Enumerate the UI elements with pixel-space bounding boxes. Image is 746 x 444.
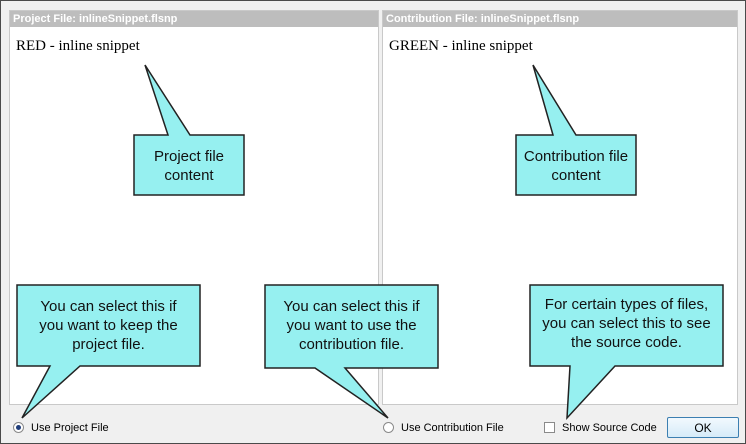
contribution-file-content: GREEN - inline snippet bbox=[389, 38, 533, 54]
callout-line: content bbox=[551, 167, 601, 184]
callout-project-content: Project file content bbox=[134, 147, 244, 185]
callout-line: contribution file. bbox=[298, 336, 405, 353]
callout-line: you can select this to see bbox=[542, 315, 711, 332]
callout-contribution-content: Contribution file content bbox=[516, 147, 636, 185]
callout-source-code-shape bbox=[529, 284, 724, 421]
radio-selected-icon[interactable] bbox=[13, 422, 24, 433]
callout-line: You can select this if bbox=[40, 298, 177, 315]
use-project-file-label: Use Project File bbox=[31, 422, 109, 434]
project-file-header: Project File: inlineSnippet.flsnp bbox=[10, 11, 378, 27]
callout-line: the source code. bbox=[571, 334, 682, 351]
callout-line: For certain types of files, bbox=[544, 296, 709, 313]
callout-use-contribution-shape bbox=[264, 284, 439, 419]
callout-line: You can select this if bbox=[283, 298, 420, 315]
callout-line: Project file bbox=[153, 148, 225, 165]
ok-button[interactable]: OK bbox=[667, 417, 739, 438]
project-file-content: RED - inline snippet bbox=[16, 38, 140, 54]
use-contribution-file-radio[interactable]: Use Contribution File bbox=[383, 419, 513, 437]
checkbox-icon[interactable] bbox=[544, 422, 555, 433]
callout-line: project file. bbox=[72, 336, 145, 353]
callout-use-project-shape bbox=[16, 284, 201, 419]
callout-line: you want to use the bbox=[286, 317, 417, 334]
contribution-file-header: Contribution File: inlineSnippet.flsnp bbox=[383, 11, 737, 27]
callout-line: you want to keep the bbox=[39, 317, 178, 334]
callout-contribution-content-shape bbox=[515, 64, 637, 196]
radio-unselected-icon[interactable] bbox=[383, 422, 394, 433]
callout-line: content bbox=[164, 167, 214, 184]
show-source-code-checkbox[interactable]: Show Source Code bbox=[544, 419, 659, 437]
show-source-code-label: Show Source Code bbox=[562, 422, 657, 434]
use-contribution-file-label: Use Contribution File bbox=[401, 422, 504, 434]
callout-source-code: For certain types of files, you can sele… bbox=[530, 295, 723, 352]
callout-use-contribution: You can select this if you want to use t… bbox=[265, 297, 438, 354]
callout-line: Contribution file bbox=[523, 148, 629, 165]
use-project-file-radio[interactable]: Use Project File bbox=[13, 419, 123, 437]
callout-use-project: You can select this if you want to keep … bbox=[17, 297, 200, 354]
callout-project-content-shape bbox=[133, 64, 245, 196]
